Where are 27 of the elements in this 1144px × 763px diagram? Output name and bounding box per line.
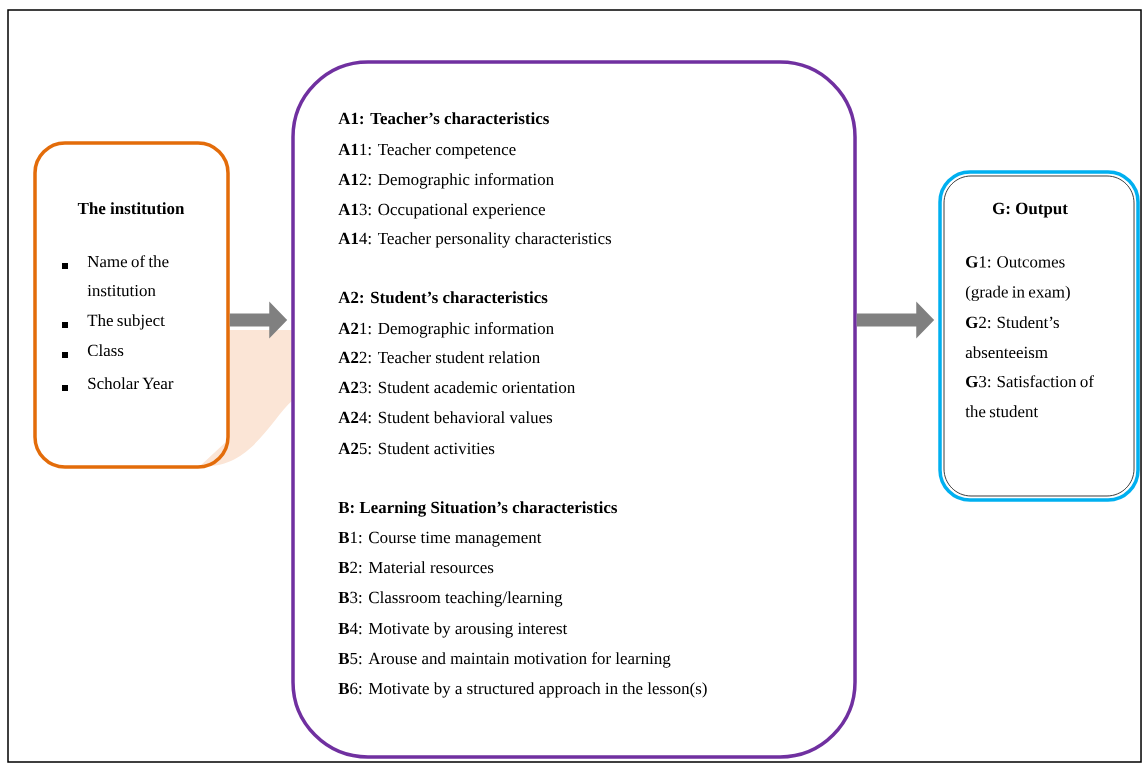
list-item: A11: Teacher competence	[338, 143, 516, 159]
list-item: The subject	[87, 314, 165, 330]
heading: The institution	[77, 202, 185, 215]
list-item: B4: Motivate by arousing interest	[338, 622, 568, 638]
list-item: Scholar Year	[88, 377, 174, 390]
list-item: A14: Teacher personality characteristics	[338, 232, 612, 248]
list-item: A13: Occupational experience	[338, 203, 546, 219]
list-item: G3: Satisfaction of the student	[965, 375, 1094, 418]
heading: A2: Student’s characteristics	[338, 291, 548, 304]
list-item: B1: Course time management	[338, 531, 542, 547]
list-item: A22: Teacher student relation	[338, 351, 540, 364]
list-item: B5: Arouse and maintain motivation for learning	[338, 652, 671, 668]
list-item: B2: Material resources	[338, 561, 494, 574]
list-item: G2: Student’s absenteeism	[965, 316, 1059, 359]
list-item: A23: Student academic orientation	[338, 381, 576, 394]
list-item: B3: Classroom teaching/learning	[338, 591, 563, 607]
list-item: A21: Demographic information	[338, 322, 554, 338]
heading: G: Output	[992, 202, 1068, 218]
list-item: Class	[87, 344, 124, 357]
list-item: A12: Demographic information	[338, 173, 554, 189]
list-item: B6: Motivate by a structured approach in the lesson(s)	[338, 682, 707, 698]
list-item: Name of the institution	[87, 255, 169, 297]
list-item: G1: Outcomes (grade in exam)	[965, 256, 1070, 302]
list-item: A24: Student behavioral values	[338, 411, 553, 424]
heading: B: Learning Situation’s characteristics	[338, 501, 618, 517]
list-item: A25: Student activities	[338, 442, 495, 455]
heading: A1: Teacher’s characteristics	[338, 112, 549, 125]
